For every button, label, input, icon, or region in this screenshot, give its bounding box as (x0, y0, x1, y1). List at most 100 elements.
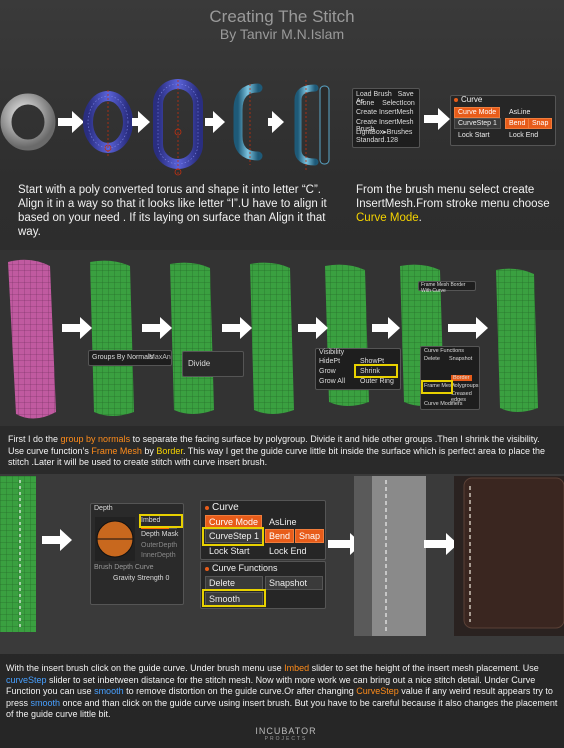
cf2-border-option[interactable]: Border (451, 375, 472, 381)
arrow-s2-5 (372, 317, 400, 339)
group-by-normals-button[interactable]: Groups By Normals (92, 354, 154, 361)
green-sheet-1 (90, 260, 134, 416)
brush-menu-load[interactable]: Load Brush Save As (356, 91, 414, 105)
maxangle-slider[interactable]: MaxAn (149, 354, 171, 361)
brush-menu-create[interactable]: Create InsertMesh (356, 109, 414, 116)
asline-button[interactable]: AsLine (509, 109, 531, 116)
s3-snapshot-button[interactable]: Snapshot (265, 576, 323, 590)
cf2-frame-mesh-button[interactable]: Frame Mesh (424, 383, 455, 389)
curve-functions-2-header: Curve Functions (424, 348, 465, 354)
smooth-highlight (202, 589, 266, 607)
curve-panel-1-header: Curve (454, 95, 482, 104)
brush-menu-lightbox[interactable]: LightBox▸Brushes (356, 129, 413, 136)
arrow-s2-3 (222, 317, 252, 339)
shrink-highlight (354, 364, 398, 378)
s3-bend-button[interactable]: Bend (265, 529, 295, 543)
i-shape (294, 84, 319, 166)
page-title: Creating The Stitch (209, 7, 355, 26)
visibility-panel: Visibility HidePt ShowPt Grow Shrink Gro… (315, 348, 401, 390)
depth-mask-toggle[interactable]: Depth Mask (141, 531, 179, 538)
shrink-button[interactable]: Shrink (360, 368, 380, 375)
curve-mode-button[interactable]: Curve Mode (454, 107, 501, 118)
arrow-4 (268, 111, 284, 133)
cf2-creased-option[interactable]: Creased edges (451, 391, 472, 403)
green-sheet-3 (250, 262, 294, 414)
brush-menu-standard[interactable]: Standard.128 (356, 137, 399, 144)
curvestep-slider[interactable]: CurveStep 1 (454, 118, 501, 129)
arrow-2 (132, 111, 150, 133)
arrow-1 (58, 111, 84, 133)
green-sheet-2 (170, 262, 214, 414)
brush-menu-clone[interactable]: Clone SelectIcon (356, 100, 415, 107)
footer-logo: INCUBATOR PROJECTS (236, 726, 336, 746)
curve-panel-3: Curve Curve Mode AsLine CurveStep 1 Bend… (200, 500, 326, 560)
brush-menu-panel: Load Brush Save As Clone SelectIcon Crea… (352, 88, 420, 148)
section1-left-text: Start with a poly converted torus and sh… (18, 184, 327, 238)
c-shape (233, 83, 263, 161)
snap-button[interactable]: Snap (528, 118, 553, 129)
section1-curve-mode-highlight: Curve Mode (356, 212, 419, 224)
section3-text: With the insert brush click on the guide… (6, 663, 558, 719)
arrow-s3-2 (424, 533, 458, 555)
depth-circle-icon[interactable] (95, 517, 135, 561)
s3-lock-start-button[interactable]: Lock Start (209, 546, 250, 556)
s3-curvestep-slider[interactable]: CurveStep 1 (205, 529, 264, 543)
outer-ring-button[interactable]: Outer Ring (360, 378, 394, 385)
section1-right-text: From the brush menu select create Insert… (356, 183, 556, 225)
arrow-s3-1 (328, 533, 362, 555)
green-sheet-6 (496, 268, 538, 412)
cf2-polygroups-option[interactable]: Polygroups (451, 383, 479, 389)
stitch-result-illustration (328, 476, 564, 636)
showpt-button[interactable]: ShowPt (360, 358, 385, 365)
gravity-strength-slider[interactable]: Gravity Strength 0 (113, 575, 170, 582)
brush-menu-create-brush[interactable]: Create InsertMesh Brush (356, 119, 414, 133)
arrow-s2-4 (298, 317, 328, 339)
curve-functions-panel-2: Curve Functions Delete Snapshot Frame Me… (420, 346, 480, 410)
outer-depth-slider[interactable]: OuterDepth (141, 542, 178, 549)
depth-header: Depth (94, 505, 113, 512)
curvestep-highlight (202, 527, 264, 546)
inner-depth-slider[interactable]: InnerDepth (141, 552, 176, 559)
page-author: By Tanvir M.N.Islam (219, 26, 345, 42)
stitched-green-strip (0, 476, 72, 632)
gray-torus (0, 93, 56, 151)
footer-logo-text: INCUBATOR (255, 726, 317, 736)
brush-depth-curve[interactable]: Brush Depth Curve (94, 564, 154, 571)
curve-panel-3-header: Curve (205, 502, 239, 513)
section1-right-text-c: . (418, 212, 422, 224)
divide-panel: Divide (182, 351, 244, 377)
torus-progression-illustration (0, 79, 330, 176)
imbed-slider[interactable]: Imbed (141, 517, 161, 524)
group-by-normals-panel: Groups By Normals MaxAn (88, 350, 172, 366)
s3-asline-button[interactable]: AsLine (269, 517, 297, 527)
lock-end-button[interactable]: Lock End (509, 132, 539, 139)
curve-functions-3-header: Curve Functions (205, 563, 278, 573)
section2-text: First I do the group by normals to separ… (8, 434, 545, 467)
visibility-header: Visibility (319, 349, 345, 356)
imbed-highlight (139, 514, 183, 528)
cf2-delete-button[interactable]: Delete (424, 356, 440, 362)
s3-delete-button[interactable]: Delete (205, 576, 263, 590)
arrow-s2-6 (448, 317, 488, 339)
section1-right-text-a: From the brush menu select create Insert… (356, 184, 550, 210)
frame-mesh-label: Frame Mesh Border With Curve (418, 281, 476, 294)
lock-start-button[interactable]: Lock Start (458, 132, 490, 139)
cf2-snapshot-button[interactable]: Snapshot (449, 356, 473, 362)
grow-all-button[interactable]: Grow All (319, 378, 346, 385)
s3-snap-button[interactable]: Snap (295, 529, 325, 543)
arrow-s2-1 (62, 317, 92, 339)
frame-mesh-highlight (421, 380, 453, 394)
curve-functions-panel-3: Curve Functions Delete Snapshot Smooth (200, 561, 326, 609)
footer-logo-sub: PROJECTS (264, 736, 308, 742)
curve-panel-1: Curve Curve Mode AsLine CurveStep 1 Bend… (450, 95, 556, 146)
s3-lock-end-button[interactable]: Lock End (269, 546, 307, 556)
arrow-to-curve-panel (424, 108, 450, 130)
bend-button[interactable]: Bend (505, 118, 530, 129)
cf2-curve-modifiers-header: Curve Modifiers (424, 401, 463, 407)
arrow-s2-2 (142, 317, 172, 339)
hidept-button[interactable]: HidePt (319, 358, 341, 365)
grow-button[interactable]: Grow (319, 368, 336, 375)
divide-button[interactable]: Divide (188, 359, 211, 368)
arrow-3 (205, 111, 225, 133)
